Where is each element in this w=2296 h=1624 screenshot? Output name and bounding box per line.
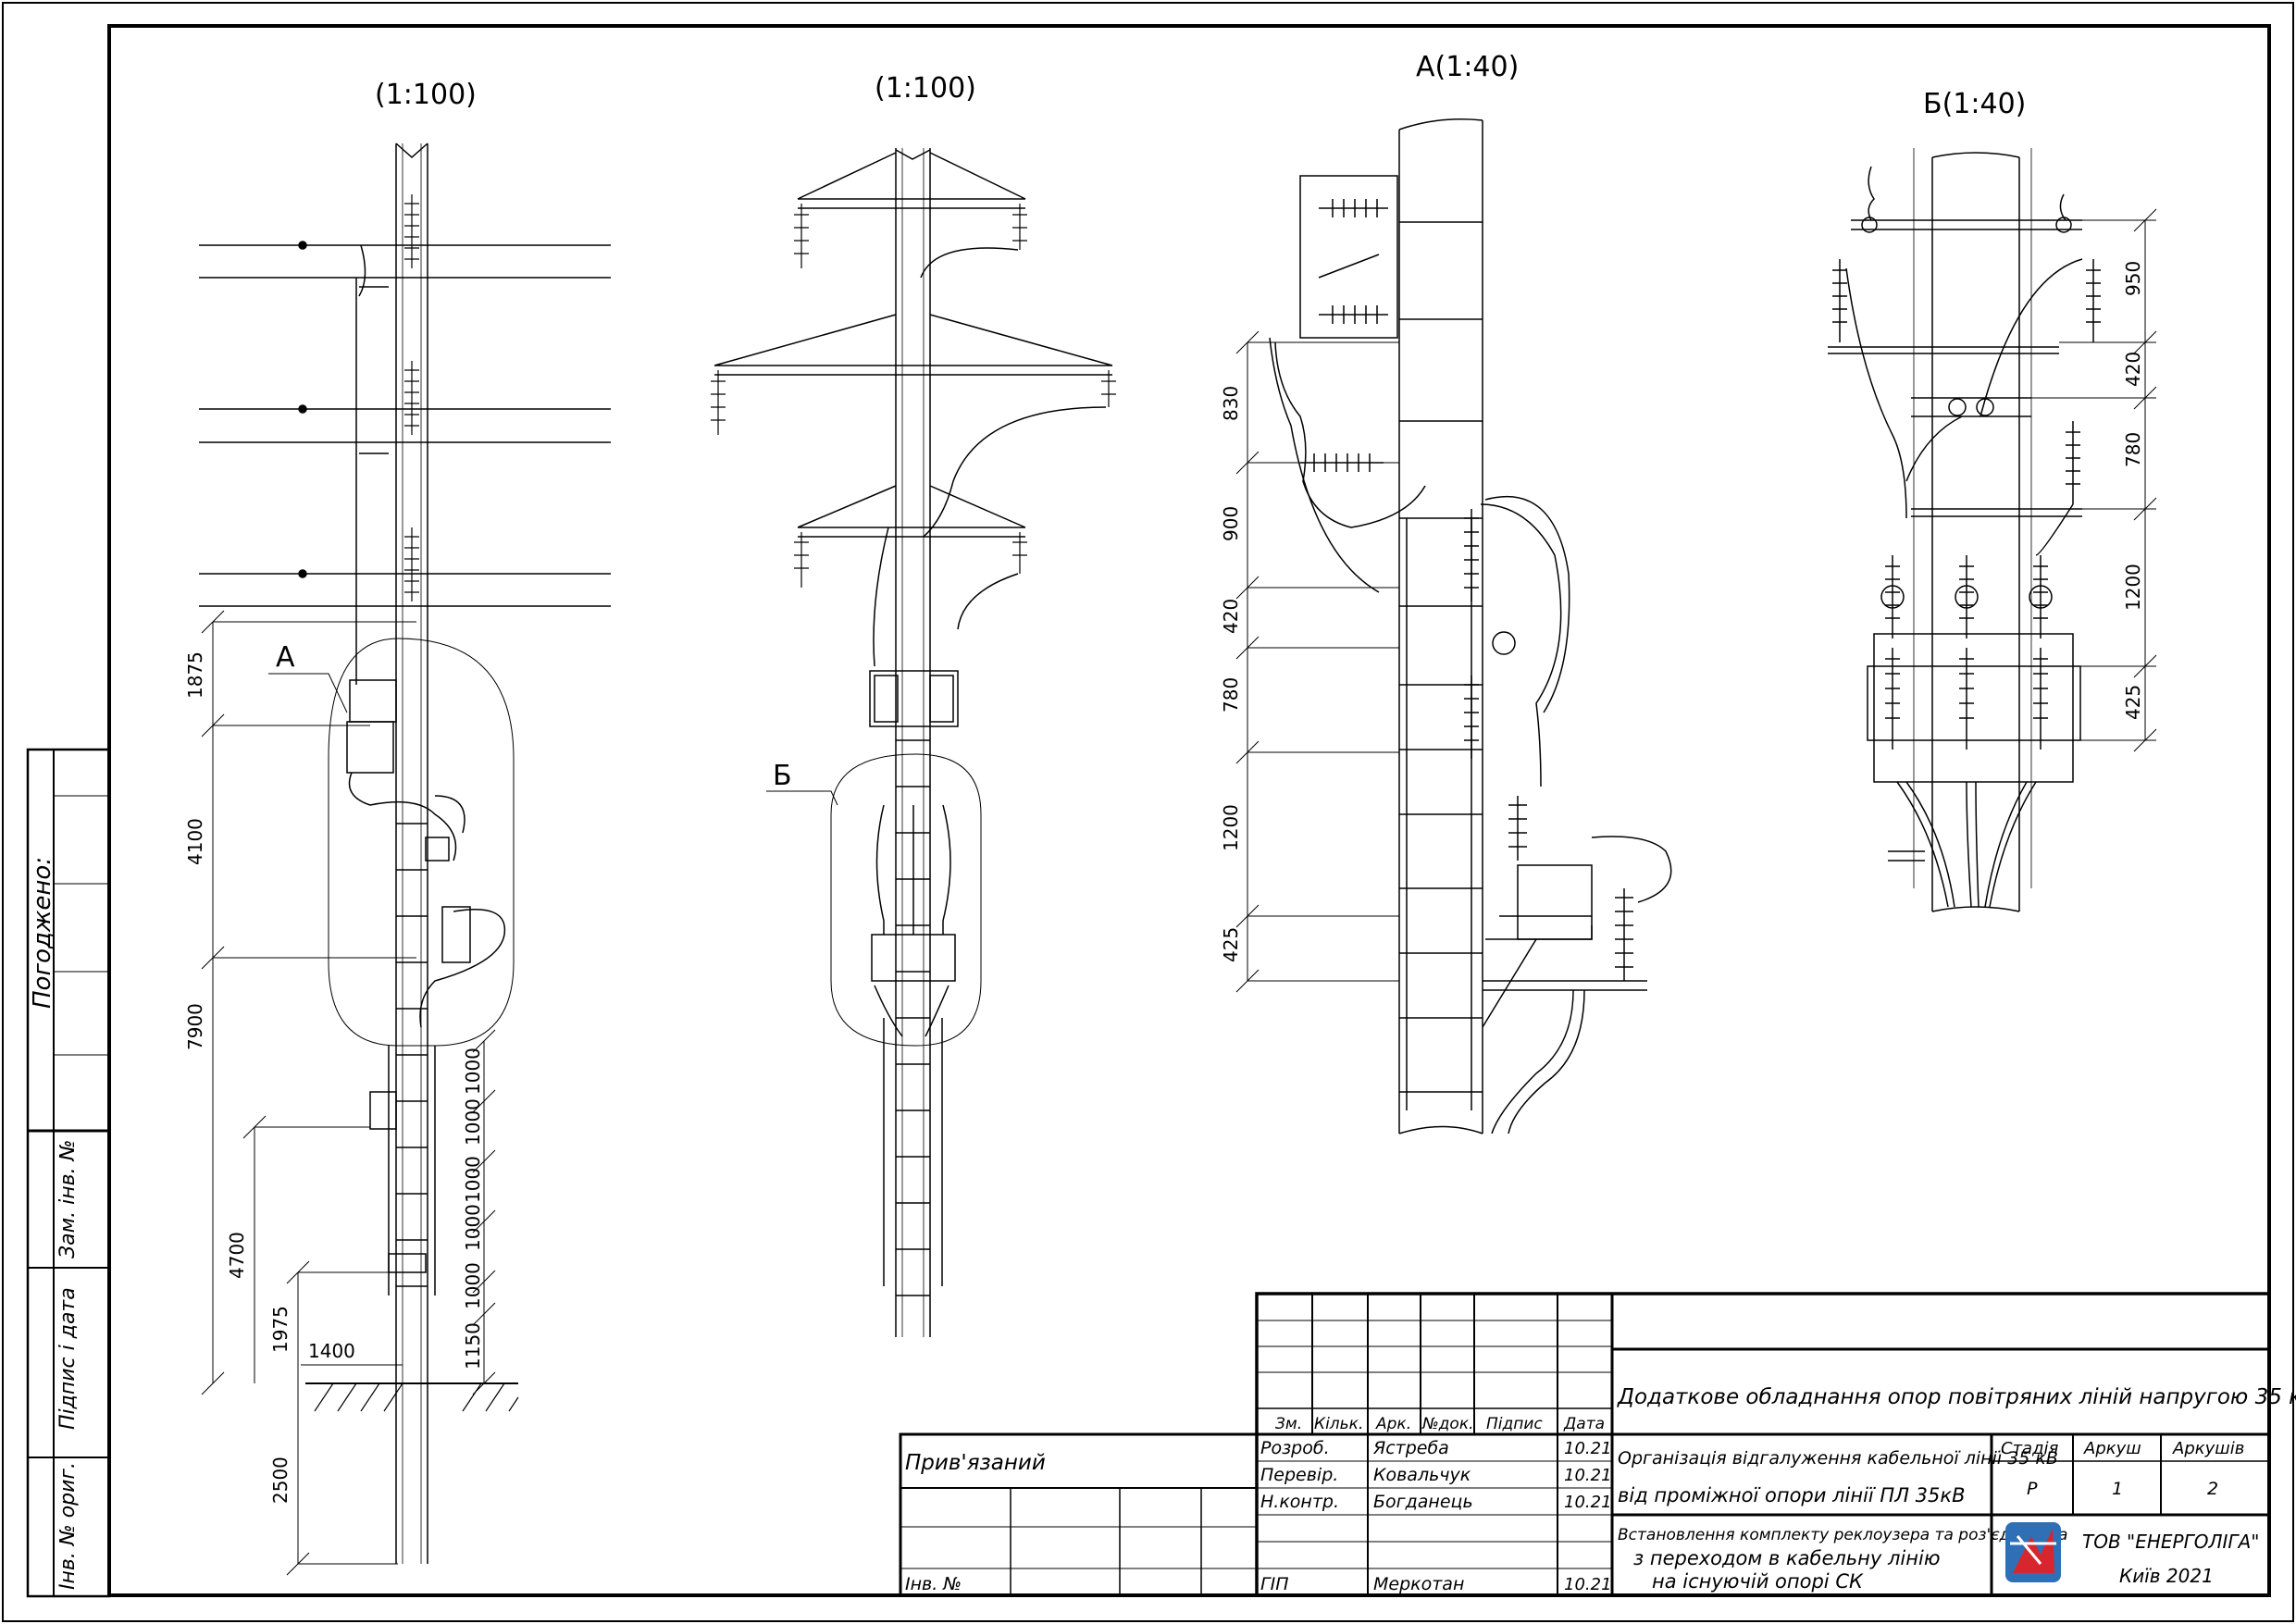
tb-col-ndok: №док. [1421,1415,1474,1433]
tb-stage-label: Стадія [2001,1439,2059,1458]
inner-frame [107,24,2271,1597]
tb-name-4: Меркотан [1373,1574,1464,1594]
stamp-sign-date: Підпис і дата [56,1287,80,1430]
dim-1000-d: 1000 [462,1204,484,1251]
tb-role-1: Розроб. [1260,1438,1330,1458]
tb-stage-value: Р [2027,1479,2038,1499]
tb-name-1: Ястреба [1372,1438,1449,1458]
dim-1000-c: 1000 [462,1156,484,1203]
tb-city-year: Київ 2021 [2119,1565,2214,1587]
tb-role-4: ГІП [1260,1574,1288,1594]
dim-1000-e: 1000 [462,1262,484,1309]
dimB-780: 780 [2122,432,2144,467]
dimB-425: 425 [2122,685,2144,720]
tb-col-kilk: Кільк. [1314,1415,1363,1433]
side-stamp [26,748,111,1598]
tb-sheet-label: Аркуш [2083,1439,2141,1458]
tb-role-3: Н.контр. [1260,1492,1339,1512]
tb-col-ark: Арк. [1375,1415,1411,1433]
dim-2500: 2500 [269,1457,292,1504]
callout-b: Б [773,760,792,792]
dim-7900: 7900 [184,1003,206,1050]
dimA-830: 830 [1220,386,1242,421]
dim-4700: 4700 [226,1232,248,1279]
viewB-title: Б(1:40) [1923,88,2026,120]
viewA-title: А(1:40) [1416,51,1519,83]
dim-1975: 1975 [269,1306,292,1353]
dim-1400: 1400 [308,1340,355,1362]
dim-1150: 1150 [462,1322,484,1370]
tb-col-data: Дата [1563,1415,1605,1433]
tb-role-2: Перевір. [1260,1465,1338,1485]
tb-sheets-value: 2 [2207,1479,2218,1499]
view-a-detail [1235,118,1672,1134]
dimB-420: 420 [2122,352,2144,387]
view-2-pole-front [711,148,1116,1337]
tb-name-3: Богданець [1373,1492,1473,1512]
dimA-900: 900 [1220,506,1242,541]
dimA-420: 420 [1220,599,1242,634]
dimA-1200: 1200 [1220,804,1242,851]
dim-1875: 1875 [184,651,206,699]
dim-1000-a: 1000 [462,1048,484,1095]
tb-sheets-label: Аркушів [2172,1439,2244,1458]
tb-date-2: 10.21 [1564,1466,1612,1485]
tb-section-title-1: Організація відгалуження кабельної лінії… [1618,1448,2058,1469]
tb-sheet-value: 1 [2112,1479,2123,1499]
tb-date-3: 10.21 [1564,1493,1612,1512]
stamp-agreed: Погоджено: [29,857,56,1009]
stamp-replace-inv: Зам. інв. № [56,1140,80,1259]
tb-main-title: Додаткове обладнання опор повітряних лін… [1617,1385,2296,1409]
tb-col-pidpys: Підпис [1486,1415,1543,1433]
tb-col-zm: Зм. [1275,1415,1302,1433]
title-block-grid [899,1292,2271,1597]
dimA-425: 425 [1220,927,1242,962]
view1-scale: (1:100) [375,79,477,111]
tb-sheet-title-2: з переходом в кабельну лінію [1633,1547,1941,1569]
view-1-pole-side [199,143,611,1576]
dimB-1200: 1200 [2122,564,2144,611]
view-b-detail [1828,148,2157,912]
tb-bound-label: Прив'язаний [905,1451,1046,1475]
tb-inv-label: Інв. № [905,1574,962,1594]
dim-4100: 4100 [184,818,206,865]
company-logo [2005,1522,2061,1582]
tb-sheet-title-1: Встановлення комплекту реклоузера та роз… [1618,1526,2067,1544]
stamp-orig-inv: Інв. № ориг. [56,1462,80,1590]
tb-sheet-title-3: на існуючій опорі СК [1652,1570,1864,1593]
tb-date-4: 10.21 [1564,1575,1612,1594]
dimA-780: 780 [1220,677,1242,713]
tb-name-2: Ковальчук [1373,1465,1471,1485]
view2-scale: (1:100) [875,72,976,105]
callout-a: А [276,641,295,674]
tb-section-title-2: від проміжної опори лінії ПЛ 35кВ [1618,1484,1965,1506]
tb-company: ТОВ "ЕНЕРГОЛІГА" [2082,1531,2259,1553]
dimB-950: 950 [2122,261,2144,296]
tb-date-1: 10.21 [1564,1439,1612,1458]
dim-1000-b: 1000 [462,1098,484,1146]
